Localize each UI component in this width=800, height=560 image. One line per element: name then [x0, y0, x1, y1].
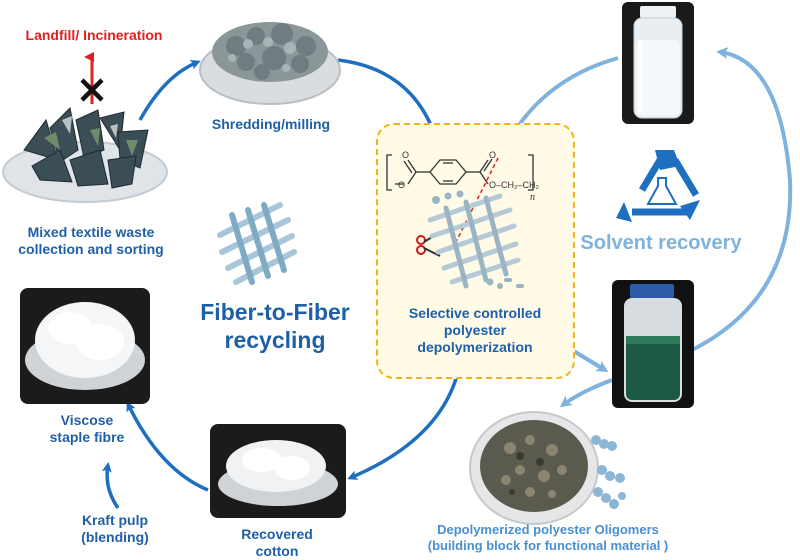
arrow-depoly-to-dark-bottle	[570, 348, 609, 373]
subscript-n: n	[530, 192, 535, 203]
f2f-line1: Fiber-to-Fiber	[200, 299, 350, 325]
f2f-title: Fiber-to-Fiber recycling	[190, 298, 360, 354]
shredding-label: Shredding/milling	[211, 116, 331, 132]
arrow-collection-to-shredding	[138, 59, 201, 121]
depolymerization-box	[376, 123, 575, 379]
recovered-cotton-label: Recovered cotton	[241, 526, 313, 559]
landfill-label: Landfill/ Incineration	[25, 27, 163, 43]
svg-text:O: O	[398, 180, 405, 190]
oligomers-label: Depolymerized polyester Oligomers (build…	[427, 522, 669, 553]
svg-text:O: O	[489, 150, 496, 160]
svg-text:O–CH₂–CH₂: O–CH₂–CH₂	[489, 180, 540, 190]
arrow-bottle-to-oligomers	[559, 378, 613, 408]
kraft-pulp-label: Kraft pulp (blending)	[81, 512, 149, 545]
f2f-line2: recycling	[224, 327, 326, 353]
solvent-recovery-label: Solvent recovery	[580, 232, 742, 254]
arrow-solvent-recovery-loop	[687, 47, 793, 354]
viscose-label: Viscose staple fibre	[49, 412, 125, 445]
svg-text:O: O	[402, 150, 409, 160]
arrow-cotton-to-viscose	[126, 401, 209, 492]
arrow-kraft-to-viscose	[101, 462, 120, 510]
depoly-label: Selective controlled polyester depolymer…	[408, 305, 542, 355]
arrow-depoly-to-cotton	[347, 371, 460, 480]
collection-label: Mixed textile waste collection and sorti…	[18, 224, 164, 257]
